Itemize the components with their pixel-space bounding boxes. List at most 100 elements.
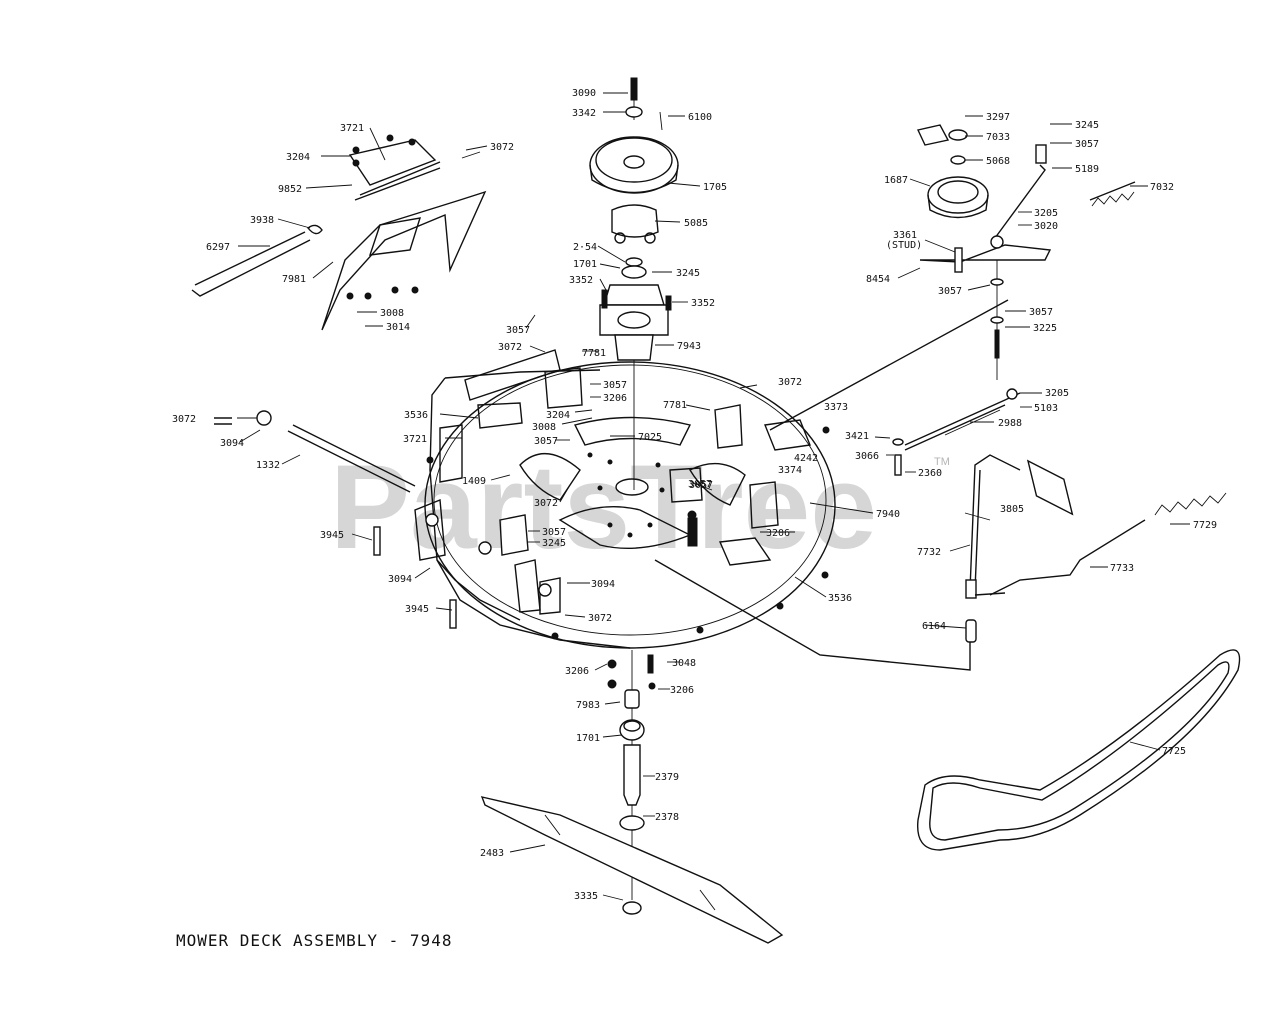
part-label: (STUD) [886,240,922,251]
part-label: 3057 [938,286,962,297]
part-label: 3206 [766,528,790,539]
part-label: 3072 [498,342,522,353]
part-label: 7981 [282,274,306,285]
idler-assembly [916,124,1136,380]
part-label: 3094 [591,579,615,590]
part-label: 3373 [824,402,848,413]
mower-deck-housing [287,349,836,649]
part-label: 2988 [998,418,1022,429]
part-label: 7781 [663,400,687,411]
part-label: 3206 [603,393,627,404]
part-label: 3297 [986,112,1010,123]
part-label: 1409 [462,476,486,487]
part-label: 3352 [691,298,715,309]
part-label: 3072 [588,613,612,624]
part-label: 3245 [676,268,700,279]
part-label: 3352 [569,275,593,286]
part-label: 3090 [572,88,596,99]
part-label: 9852 [278,184,302,195]
part-label: 7983 [576,700,600,711]
diagram-title: MOWER DECK ASSEMBLY - 7948 [176,931,452,950]
part-label: 7940 [876,509,900,520]
part-label: 3206 [565,666,589,677]
part-label: 3945 [320,530,344,541]
part-label: 3020 [1034,221,1058,232]
part-label: 1332 [256,460,280,471]
engagement-linkage [654,299,1227,671]
part-label: 3057 [506,325,530,336]
part-label: 3014 [386,322,410,333]
part-label: 3057 [603,380,627,391]
part-label: 3094 [220,438,244,449]
part-label: 3245 [542,538,566,549]
part-label: 2378 [655,812,679,823]
part-label: 3805 [1000,504,1024,515]
part-label: 3342 [572,108,596,119]
part-label: 3536 [404,410,428,421]
part-label: 3072 [172,414,196,425]
part-label: 2·54 [573,242,597,253]
part-label: 3008 [380,308,404,319]
part-label: 7033 [986,132,1010,143]
watermark-trademark: TM [934,456,950,468]
part-label: 3072 [490,142,514,153]
part-label: 3066 [855,451,879,462]
part-label: 1701 [576,733,600,744]
part-label: 3057 [1029,307,1053,318]
part-label: 7032 [1150,182,1174,193]
part-label: 8454 [866,274,890,285]
part-label: 3204 [286,152,310,163]
part-label: 5103 [1034,403,1058,414]
part-label: 3204 [546,410,570,421]
part-label: 3057 [1075,139,1099,150]
part-label: 3206 [670,685,694,696]
part-label: 1701 [573,259,597,270]
part-label: 1705 [703,182,727,193]
part-label: 3057 [689,480,713,491]
deflector-assembly [191,134,487,331]
part-label: 2379 [655,772,679,783]
part-label: 3057 [688,479,712,490]
part-label: 3721 [340,123,364,134]
part-label: 3205 [1045,388,1069,399]
part-label: 6297 [206,242,230,253]
part-label: 3205 [1034,208,1058,219]
part-label: 7943 [677,341,701,352]
part-label: 7781 [582,348,606,359]
part-label: 3721 [403,434,427,445]
part-label: 7729 [1193,520,1217,531]
part-label: 3048 [672,658,696,669]
part-labels: 3090 3342 6100 1705 5085 2·54 1701 3245 … [172,88,1217,902]
part-label: 3245 [1075,120,1099,131]
part-label: 7732 [917,547,941,558]
part-label: 3945 [405,604,429,615]
drive-belt [916,649,1241,851]
part-label: 5085 [684,218,708,229]
blade-assembly [480,650,784,944]
part-label: 3421 [845,431,869,442]
part-label: 3072 [534,498,558,509]
part-label: 3374 [778,465,802,476]
part-label: 3072 [778,377,802,388]
part-label: 3008 [532,422,556,433]
part-label: 7725 [1162,746,1186,757]
part-label: 5068 [986,156,1010,167]
part-label: 3225 [1033,323,1057,334]
part-label: 7025 [638,432,662,443]
part-label: 3057 [542,527,566,538]
pins [214,410,552,629]
part-label: 4242 [794,453,818,464]
part-label: 3335 [574,891,598,902]
part-label: 3057 [534,436,558,447]
leader-lines [237,92,1190,901]
part-label: 7733 [1110,563,1134,574]
part-label: 2483 [480,848,504,859]
part-label: 6164 [922,621,946,632]
part-label: 3361 [893,230,917,241]
spindle-assembly [589,77,679,490]
part-label: 3094 [388,574,412,585]
part-label: 6100 [688,112,712,123]
part-label: 3938 [250,215,274,226]
part-label: 5189 [1075,164,1099,175]
